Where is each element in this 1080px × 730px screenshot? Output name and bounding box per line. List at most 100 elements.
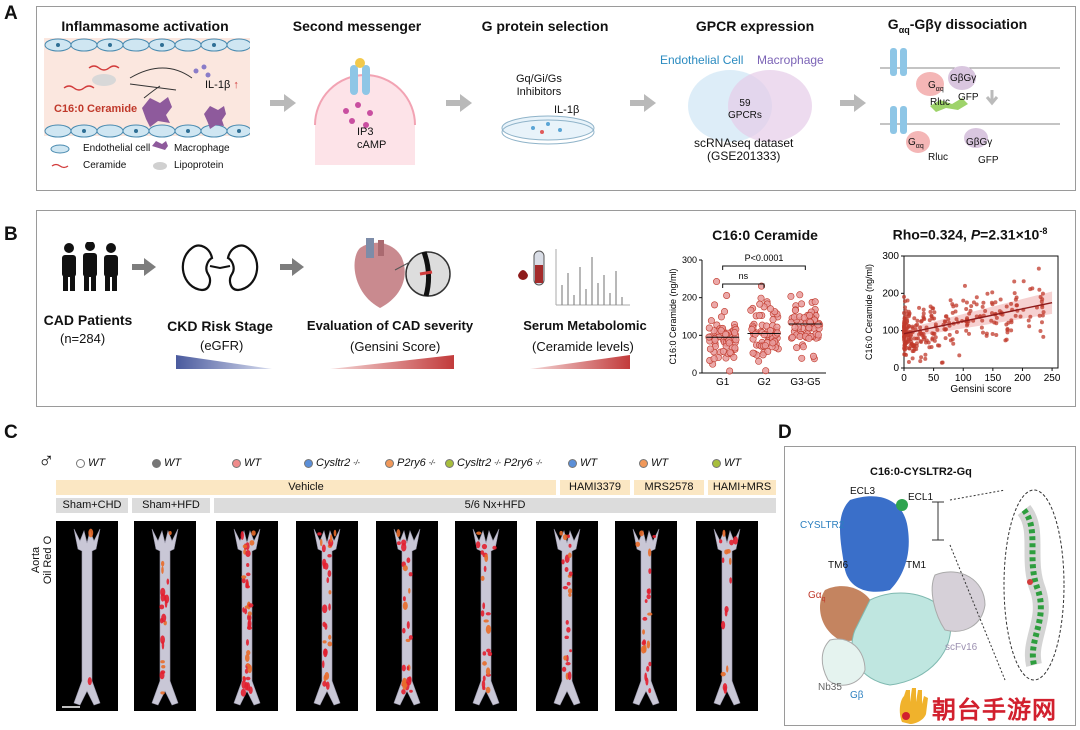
data-point — [997, 309, 1002, 314]
lesion-spot — [723, 686, 727, 694]
y-tick-label: 0 — [692, 368, 697, 378]
sex-symbol: ♂ — [38, 448, 55, 473]
step-title-inflammasome: Inflammasome activation — [61, 18, 229, 34]
step-title-gpcr: GPCR expression — [695, 18, 815, 34]
lesion-spot — [647, 612, 653, 616]
lesion-spot — [565, 662, 571, 666]
serum-sub: (Ceramide levels) — [532, 339, 634, 354]
nx-hfd-bar: 5/6 Nx+HFD — [214, 498, 776, 513]
data-point — [1041, 334, 1046, 339]
lesion-spot — [322, 640, 327, 644]
data-point — [1009, 328, 1014, 333]
aorta-drawing — [472, 528, 500, 706]
lesion-spot — [401, 664, 406, 672]
lesion-spot — [406, 676, 412, 686]
lesion-spot — [647, 548, 652, 557]
data-point — [761, 342, 769, 350]
gfp-label-top: GFP — [958, 92, 979, 103]
legend-endothelial: Endothelial cell — [83, 143, 151, 154]
lesion-spot — [168, 531, 172, 536]
data-point — [705, 324, 713, 332]
data-point — [759, 351, 767, 359]
genotype-sup: -/- — [428, 459, 436, 467]
data-point — [948, 338, 953, 343]
aorta-shape — [713, 528, 741, 706]
data-point — [989, 318, 994, 323]
lesion-spot — [566, 626, 571, 633]
ceramide-gradient — [530, 355, 630, 369]
lesion-spot — [245, 572, 251, 577]
y-tick-label: 300 — [882, 251, 899, 262]
data-point — [909, 342, 914, 347]
lesion-spot — [483, 619, 489, 623]
lesion-spot — [317, 532, 322, 536]
data-point — [905, 339, 910, 344]
data-point — [923, 356, 928, 361]
lesion-spot — [327, 553, 332, 558]
data-point — [942, 327, 947, 332]
lesion-spot — [396, 529, 401, 538]
cad-severity-sub: (Gensini Score) — [350, 339, 441, 354]
y-tick-label: 0 — [893, 363, 899, 374]
data-point — [748, 325, 756, 333]
chart1-title: C16:0 Ceramide — [712, 227, 818, 243]
second-messenger-illustration — [314, 58, 416, 165]
genotype-dot — [76, 458, 85, 468]
nb35-label: Nb35 — [818, 682, 842, 693]
lesion-spot — [251, 530, 256, 536]
lesion-spot — [408, 572, 413, 577]
petri-dish-icon — [501, 115, 595, 145]
structure-title: C16:0-CYSLTR2-Gq — [870, 466, 972, 478]
panel-b-letter: B — [4, 224, 18, 245]
data-point — [942, 319, 947, 324]
lesion-spot — [485, 612, 491, 616]
data-point — [1040, 313, 1045, 318]
data-point — [903, 305, 908, 310]
genotype-sup: -/- — [494, 459, 501, 467]
genotype-label: WT — [152, 457, 181, 469]
lesion-spot — [648, 568, 652, 575]
data-point — [1037, 313, 1042, 318]
data-point — [767, 305, 775, 313]
data-point — [950, 302, 955, 307]
gaq-structure-label: Gαq — [808, 590, 826, 603]
panel-d-box — [784, 446, 1076, 726]
data-point — [962, 283, 967, 288]
data-point — [964, 323, 969, 328]
data-point — [755, 357, 763, 365]
data-point — [906, 333, 911, 338]
lesion-spot — [482, 661, 487, 666]
data-point — [902, 314, 907, 319]
data-point — [947, 332, 952, 337]
gbg-label-bottom: GβGγ — [966, 137, 993, 148]
data-point — [931, 331, 936, 336]
lesion-spot — [409, 689, 413, 693]
aorta-drawing — [313, 528, 341, 706]
lesion-spot — [247, 624, 251, 630]
genotype-name: WT — [580, 457, 598, 469]
lesion-spot — [729, 577, 732, 584]
lesion-spot — [240, 688, 247, 697]
data-point — [1036, 266, 1041, 271]
data-point — [769, 339, 777, 347]
genotype-dot — [152, 458, 161, 468]
lesion-spot — [246, 562, 250, 567]
lesion-spot — [324, 671, 330, 680]
lesion-spot — [567, 552, 572, 559]
data-point — [1009, 320, 1014, 325]
aorta-image — [615, 521, 677, 711]
lesion-spot — [720, 671, 726, 677]
aorta-image — [134, 521, 196, 711]
gensini-gradient — [330, 355, 454, 369]
patients-icon — [62, 242, 118, 291]
data-point — [931, 306, 936, 311]
data-point — [730, 353, 738, 361]
data-point — [1037, 287, 1042, 292]
data-point — [1014, 303, 1019, 308]
ecl3-label: ECL3 — [850, 486, 876, 497]
y-tick-label: 300 — [682, 255, 697, 265]
aorta-label: Aorta — [30, 546, 42, 574]
aorta-shape — [73, 528, 101, 706]
data-point — [805, 334, 813, 342]
